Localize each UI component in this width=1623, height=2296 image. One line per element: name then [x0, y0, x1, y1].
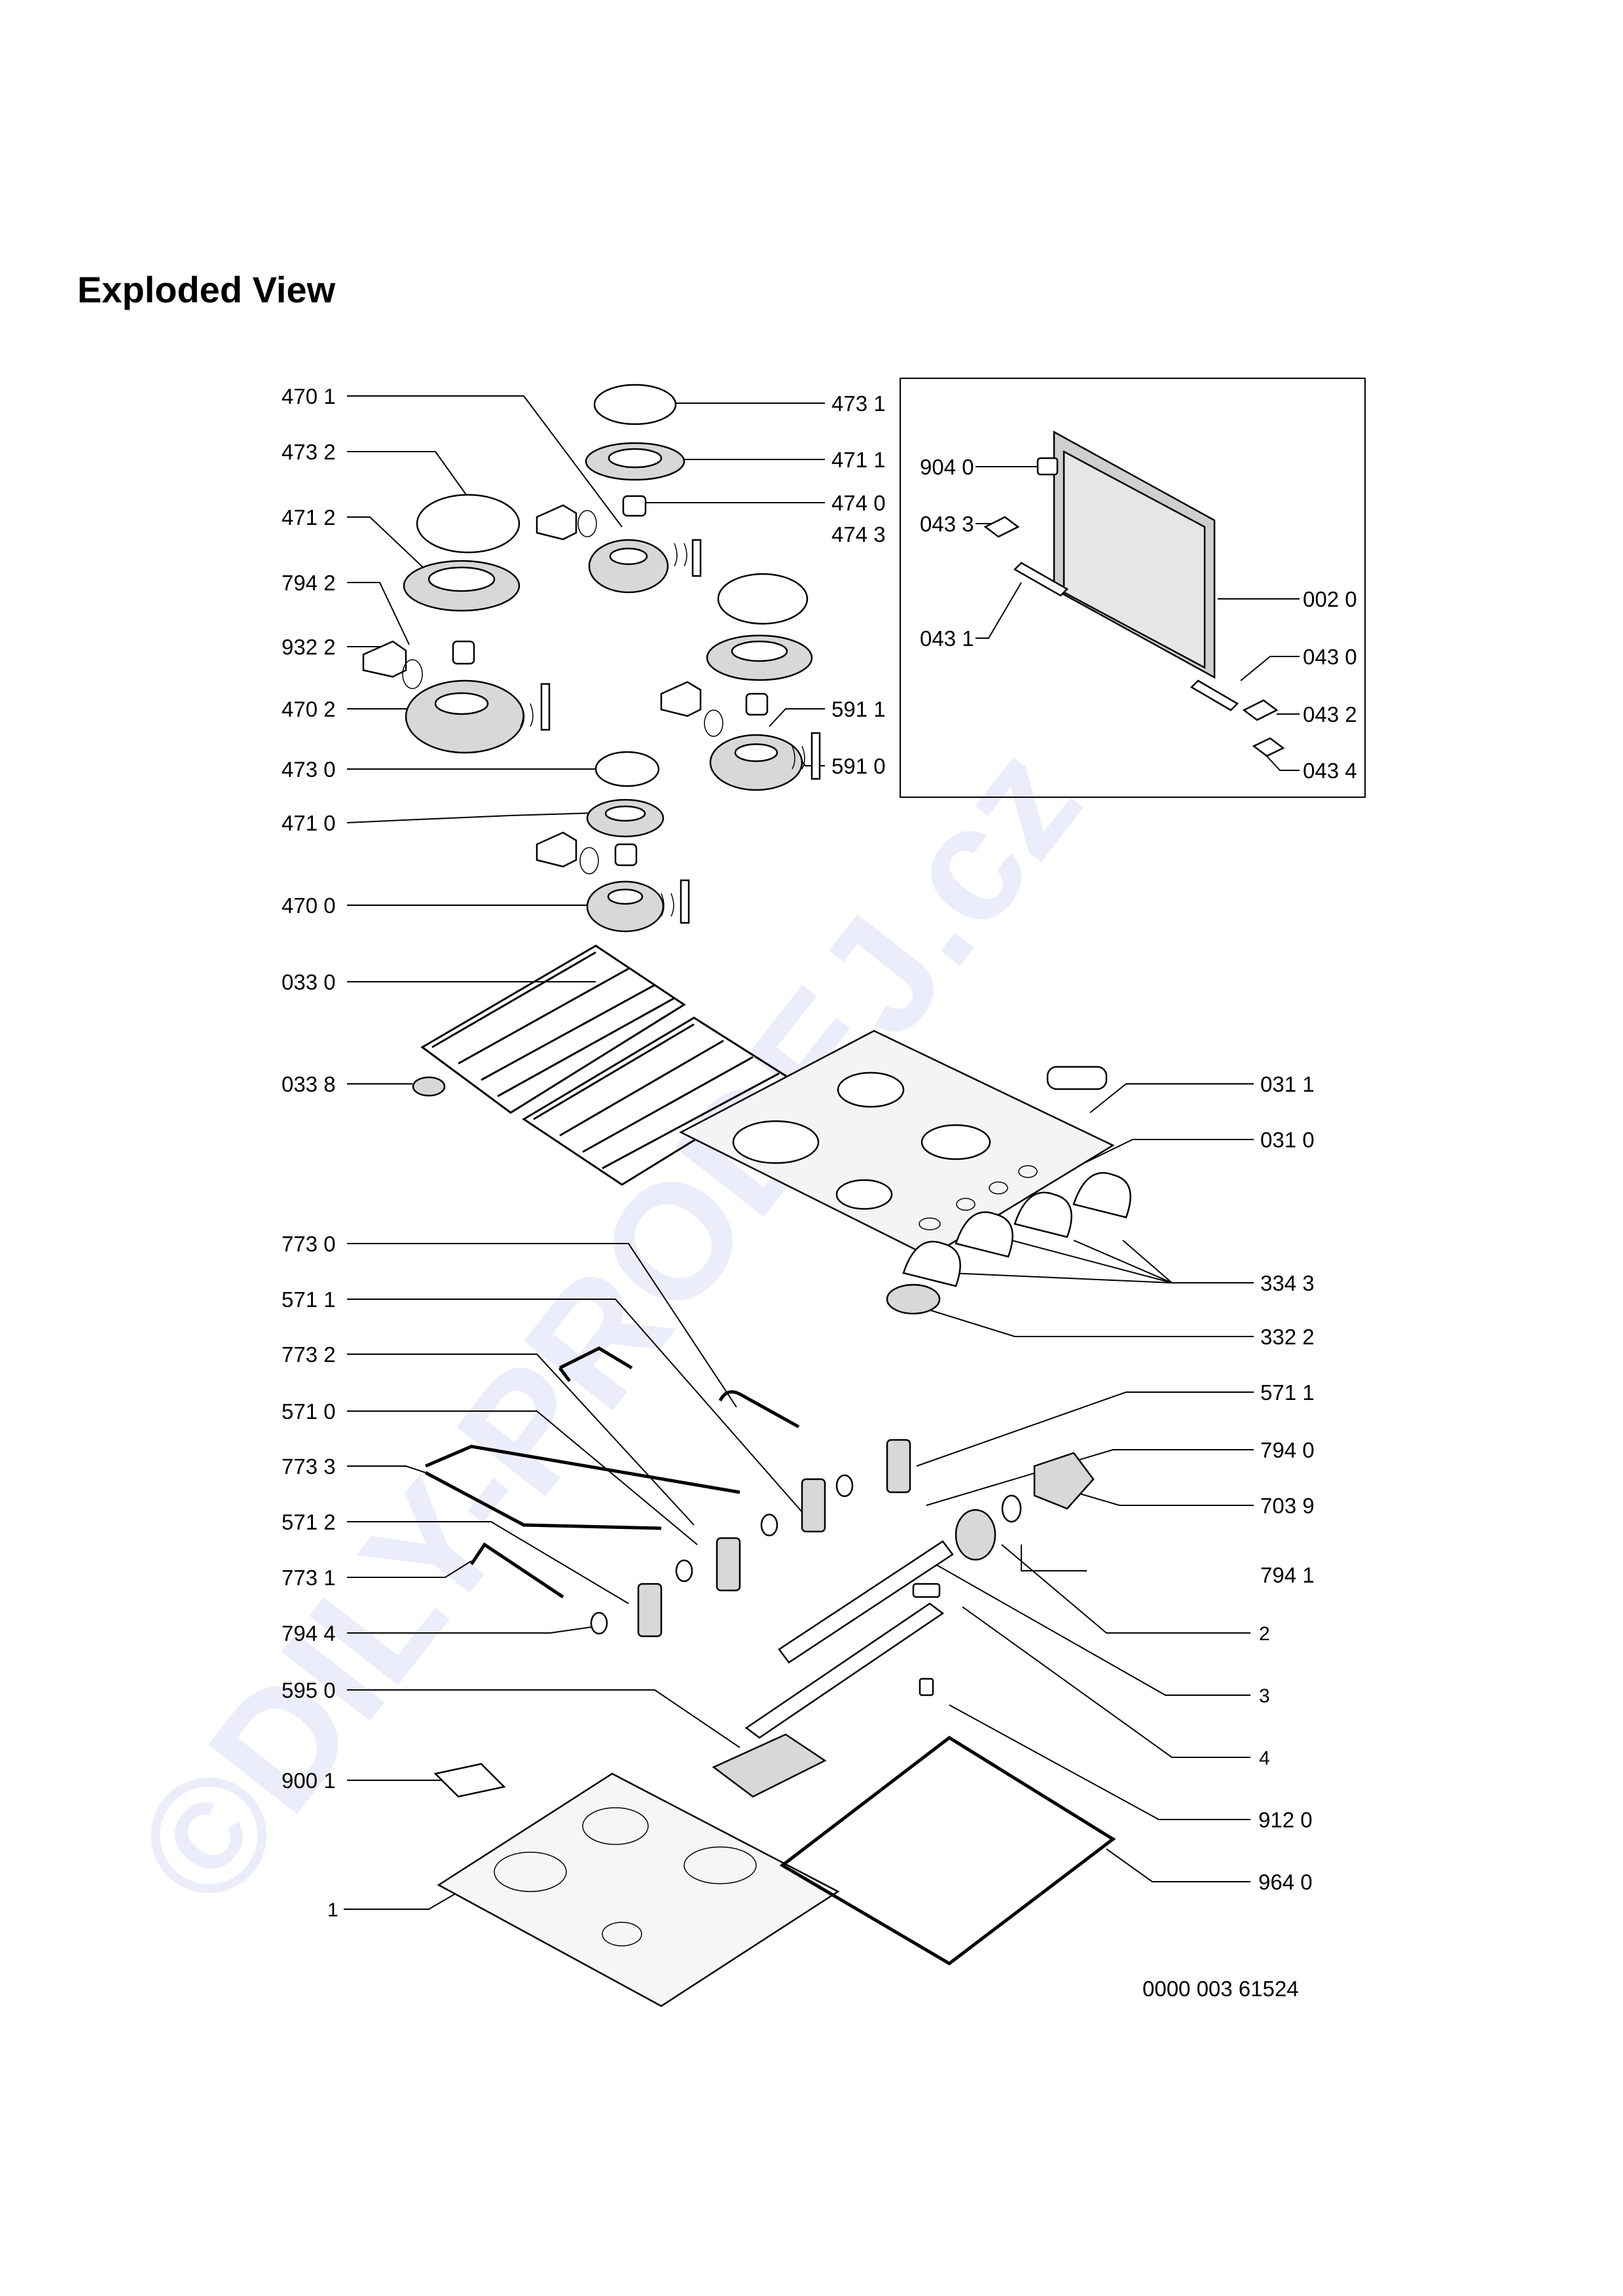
label-794-4: 794 4 — [282, 1621, 336, 1645]
label-571-1-left: 571 1 — [282, 1287, 336, 1312]
label-043-2: 043 2 — [1303, 702, 1357, 726]
label-332-2: 332 2 — [1260, 1325, 1315, 1349]
label-904-0: 904 0 — [920, 455, 974, 479]
label-031-1: 031 1 — [1260, 1072, 1315, 1096]
label-2: 2 — [1259, 1623, 1270, 1645]
burner-parts — [362, 384, 821, 933]
leader-lines — [344, 395, 1300, 1910]
label-591-0: 591 0 — [831, 754, 886, 778]
label-471-2: 471 2 — [282, 505, 336, 529]
labels-right: 031 1 031 0 334 3 332 2 571 1 794 0 703 … — [1258, 1072, 1315, 1894]
label-471-0: 471 0 — [282, 811, 336, 835]
label-773-3: 773 3 — [282, 1454, 336, 1479]
inset-panel — [983, 430, 1285, 757]
label-470-2: 470 2 — [282, 697, 336, 721]
label-773-1: 773 1 — [282, 1566, 336, 1590]
labels-inset: 904 0 043 3 043 1 002 0 043 0 043 2 043 … — [920, 455, 1357, 783]
label-1: 1 — [327, 1899, 338, 1921]
label-571-2: 571 2 — [282, 1510, 336, 1534]
label-043-1: 043 1 — [920, 626, 974, 651]
label-471-1: 471 1 — [831, 448, 886, 472]
label-033-0: 033 0 — [282, 970, 336, 994]
label-474-0: 474 0 — [831, 491, 886, 515]
label-470-1: 470 1 — [282, 384, 336, 408]
label-470-0: 470 0 — [282, 893, 336, 918]
label-033-8: 033 8 — [282, 1072, 336, 1096]
labels-right-top: 473 1 471 1 474 0 474 3 591 1 591 0 — [831, 391, 886, 778]
label-043-4: 043 4 — [1303, 759, 1357, 783]
label-043-3: 043 3 — [920, 512, 974, 536]
label-964-0: 964 0 — [1258, 1870, 1313, 1894]
label-773-0: 773 0 — [282, 1232, 336, 1256]
label-703-9: 703 9 — [1260, 1494, 1315, 1518]
label-473-0: 473 0 — [282, 757, 336, 781]
label-4: 4 — [1259, 1748, 1270, 1769]
label-473-2: 473 2 — [282, 440, 336, 464]
label-794-0: 794 0 — [1260, 1438, 1315, 1462]
label-002-0: 002 0 — [1303, 587, 1357, 611]
label-571-0: 571 0 — [282, 1399, 336, 1424]
label-794-1: 794 1 — [1260, 1563, 1315, 1587]
label-794-2: 794 2 — [282, 571, 336, 595]
labels-left: 470 1 473 2 471 2 794 2 932 2 470 2 473 … — [282, 384, 338, 1921]
page-title: Exploded View — [77, 269, 336, 310]
hob-top — [679, 1030, 1131, 1315]
label-591-1: 591 1 — [831, 697, 886, 721]
label-043-0: 043 0 — [1303, 645, 1357, 669]
label-571-1-right: 571 1 — [1260, 1380, 1315, 1405]
label-595-0: 595 0 — [282, 1678, 336, 1702]
inset-frame — [900, 378, 1366, 798]
label-334-3: 334 3 — [1260, 1271, 1315, 1295]
label-773-2: 773 2 — [282, 1342, 336, 1367]
label-473-1: 473 1 — [831, 391, 886, 416]
label-912-0: 912 0 — [1258, 1808, 1313, 1832]
label-474-3: 474 3 — [831, 522, 886, 547]
label-3: 3 — [1259, 1685, 1270, 1707]
base-and-seal — [437, 1735, 1116, 2007]
label-932-2: 932 2 — [282, 635, 336, 659]
label-031-0: 031 0 — [1260, 1128, 1315, 1152]
document-code: 0000 003 61524 — [1142, 1977, 1299, 2001]
gas-line-parts — [424, 1346, 1095, 1798]
label-900-1: 900 1 — [282, 1768, 336, 1793]
